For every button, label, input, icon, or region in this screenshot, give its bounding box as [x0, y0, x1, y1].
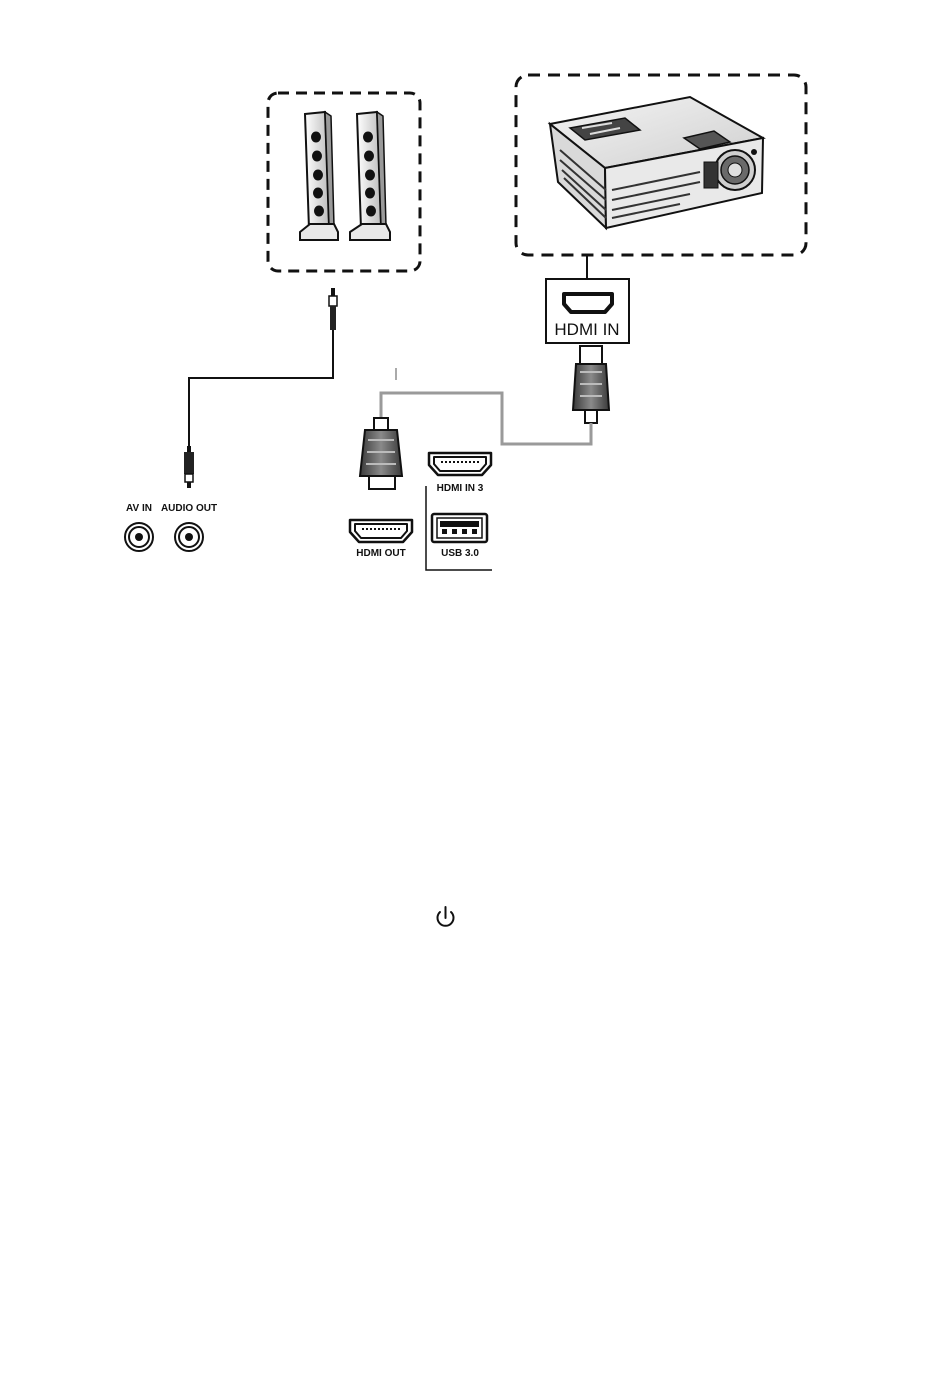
hdmi-in-3-port-icon — [429, 453, 491, 475]
hdmi-plug-icon — [573, 346, 609, 423]
audio-cable — [189, 338, 333, 446]
power-icon — [438, 907, 454, 926]
audio-jack-plug-icon — [329, 288, 337, 338]
audio-out-label: AUDIO OUT — [161, 503, 217, 514]
hdmi-port-icon — [564, 294, 612, 312]
projector-icon — [550, 97, 763, 228]
projector-device — [516, 75, 806, 255]
hdmi-cable — [381, 393, 591, 444]
projector-hdmi-in-port: HDMI IN — [546, 279, 629, 343]
port-panel: AV IN AUDIO OUT HDMI OUT HDMI IN 3 — [125, 453, 492, 570]
hdmi-out-port-icon — [350, 520, 412, 542]
audio-out-jack-icon — [175, 523, 203, 551]
usb-port-icon — [432, 514, 487, 542]
speakers-dashed-frame — [268, 93, 420, 271]
hdmi-out-label: HDMI OUT — [356, 548, 405, 559]
hdmi-plug-icon — [360, 418, 402, 489]
av-in-label: AV IN — [126, 503, 152, 514]
av-in-jack-icon — [125, 523, 153, 551]
audio-jack-plug-icon — [184, 446, 194, 488]
speakers-device — [268, 93, 420, 271]
usb-label: USB 3.0 — [441, 548, 479, 559]
hdmi-in-3-label: HDMI IN 3 — [437, 483, 484, 494]
projector-hdmi-in-label: HDMI IN — [554, 320, 619, 339]
speakers-icon — [300, 112, 390, 240]
